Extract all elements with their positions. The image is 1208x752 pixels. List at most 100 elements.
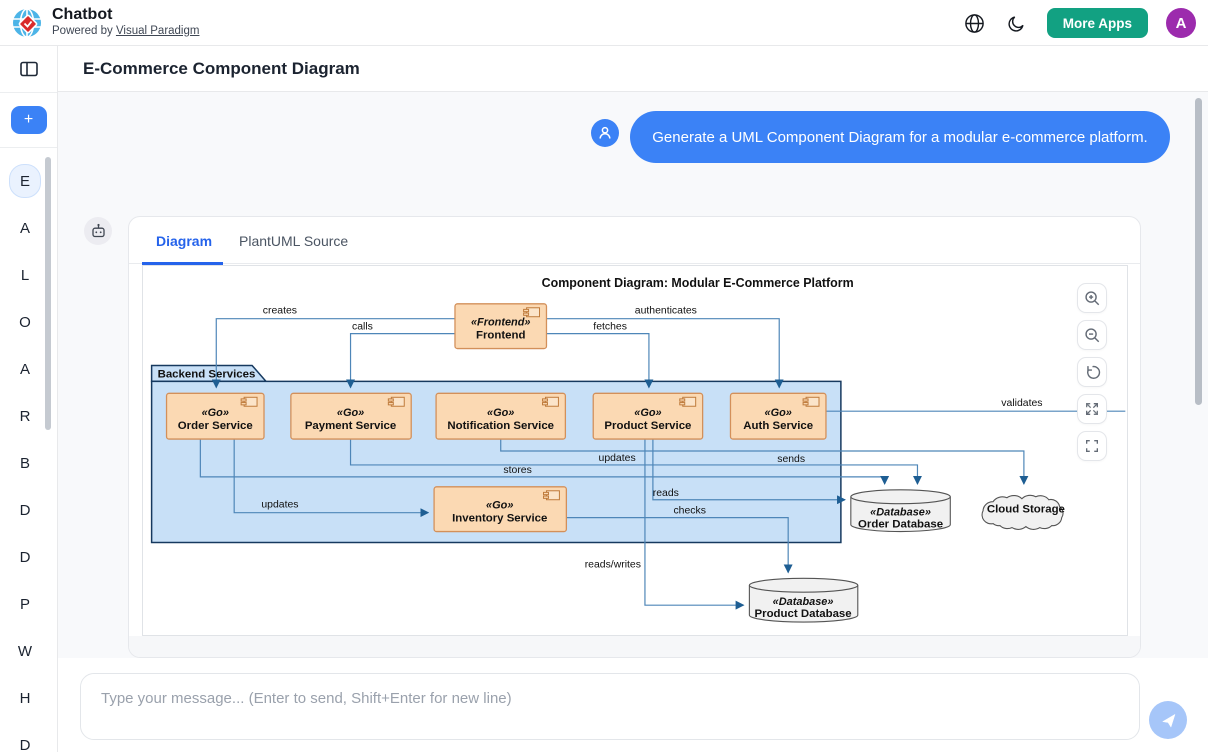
- sidebar: + E A L O A R B D D P W H D: [0, 46, 58, 752]
- order-name: Order Service: [178, 420, 253, 432]
- zoom-out-button[interactable]: [1077, 320, 1107, 350]
- component-auth-service: «Go» Auth Service: [729, 392, 827, 440]
- uml-component-diagram: Component Diagram: Modular E-Commerce Pl…: [150, 276, 1126, 623]
- component-order-service: «Go» Order Service: [165, 392, 265, 440]
- inventory-stereotype: «Go»: [486, 500, 513, 512]
- user-avatar-menu[interactable]: A: [1166, 8, 1196, 38]
- chat-history-item[interactable]: W: [17, 642, 33, 660]
- user-message-bubble: Generate a UML Component Diagram for a m…: [630, 111, 1170, 163]
- expand-button[interactable]: [1077, 394, 1107, 424]
- notification-stereotype: «Go»: [487, 407, 514, 419]
- component-product-service: «Go» Product Service: [592, 392, 704, 440]
- sidebar-toggle-button[interactable]: [17, 57, 41, 81]
- tab-bar: Diagram PlantUML Source: [129, 217, 1140, 265]
- more-apps-button[interactable]: More Apps: [1046, 8, 1148, 38]
- notification-name: Notification Service: [447, 420, 554, 432]
- database-order: «Database» Order Database: [850, 489, 951, 533]
- frontend-stereotype: «Frontend»: [471, 317, 531, 329]
- chat-history-item[interactable]: R: [19, 407, 31, 425]
- message-input-wrapper: [80, 673, 1140, 740]
- productdb-name: Product Database: [755, 608, 852, 620]
- chat-history-item[interactable]: L: [20, 266, 30, 284]
- reset-view-button[interactable]: [1077, 357, 1107, 387]
- productdb-stereotype: «Database»: [773, 596, 834, 608]
- visual-paradigm-link[interactable]: Visual Paradigm: [115, 25, 200, 37]
- frontend-name: Frontend: [476, 330, 526, 342]
- user-message-avatar: [591, 119, 619, 147]
- payment-stereotype: «Go»: [337, 407, 364, 419]
- chat-area: Generate a UML Component Diagram for a m…: [58, 92, 1208, 658]
- chat-history-item[interactable]: H: [19, 689, 31, 707]
- edge-label-validates: validates: [1001, 398, 1042, 409]
- send-button[interactable]: [1149, 701, 1187, 739]
- product-name: Product Service: [604, 420, 691, 432]
- fullscreen-brackets-icon: [1086, 440, 1098, 452]
- zoom-in-icon: [1084, 290, 1099, 305]
- edge-label-reads: reads: [653, 488, 679, 499]
- chat-history-item[interactable]: E: [9, 164, 41, 198]
- zoom-out-icon: [1084, 327, 1099, 342]
- chat-history-item[interactable]: O: [19, 313, 31, 331]
- bot-response-card: Diagram PlantUML Source Component Diagra…: [128, 216, 1141, 658]
- edge-label-calls: calls: [352, 322, 373, 333]
- diagram-canvas[interactable]: Component Diagram: Modular E-Commerce Pl…: [142, 265, 1128, 636]
- chat-history-item[interactable]: D: [19, 501, 31, 519]
- tab-plantuml-source[interactable]: PlantUML Source: [239, 233, 349, 249]
- auth-name: Auth Service: [743, 420, 813, 432]
- dark-mode-button[interactable]: [1005, 11, 1029, 35]
- zoom-in-button[interactable]: [1077, 283, 1107, 313]
- globe-icon: [965, 13, 985, 33]
- product-stereotype: «Go»: [634, 407, 661, 419]
- message-composer: [58, 658, 1208, 752]
- edge-label-updates-order-db: updates: [599, 453, 636, 464]
- chat-scrollbar[interactable]: [1195, 98, 1202, 405]
- chat-history-item[interactable]: D: [19, 736, 31, 752]
- component-frontend: «Frontend» Frontend: [454, 303, 548, 350]
- component-notification-service: «Go» Notification Service: [435, 392, 567, 440]
- app-title: Chatbot: [52, 6, 113, 23]
- powered-by-text: Powered by Visual Paradigm: [52, 24, 199, 39]
- panel-toggle-icon: [19, 61, 38, 77]
- diagram-zoom-controls: [1077, 283, 1107, 461]
- active-tab-underline: [142, 262, 223, 265]
- database-product: «Database» Product Database: [748, 577, 859, 623]
- person-icon: [599, 126, 611, 139]
- chat-history-item[interactable]: B: [19, 454, 30, 472]
- expand-arrows-icon: [1086, 403, 1098, 415]
- edge-label-fetches: fetches: [593, 322, 627, 333]
- orderdb-stereotype: «Database»: [870, 507, 931, 519]
- page-title: E-Commerce Component Diagram: [83, 58, 360, 78]
- edge-label-updates-inventory: updates: [261, 500, 298, 511]
- powered-by-prefix: Powered by: [52, 25, 116, 37]
- language-button[interactable]: [963, 11, 987, 35]
- order-stereotype: «Go»: [202, 407, 229, 419]
- auth-stereotype: «Go»: [765, 407, 792, 419]
- sidebar-scrollbar[interactable]: [45, 157, 51, 430]
- fullscreen-button[interactable]: [1077, 431, 1107, 461]
- orderdb-name: Order Database: [858, 519, 943, 531]
- chat-history-item[interactable]: A: [19, 360, 30, 378]
- conversation-title-bar: E-Commerce Component Diagram: [58, 46, 1208, 92]
- visual-paradigm-logo-icon: [13, 8, 41, 38]
- chat-history-item[interactable]: D: [19, 548, 31, 566]
- edge-label-reads-writes: reads/writes: [585, 559, 641, 570]
- edge-label-stores: stores: [503, 465, 531, 476]
- robot-icon: [91, 223, 105, 237]
- send-paper-plane-icon: [1162, 713, 1175, 727]
- package-label: Backend Services: [158, 368, 256, 380]
- edge-label-sends: sends: [777, 454, 805, 465]
- diagram-edges: [199, 318, 1126, 610]
- component-payment-service: «Go» Payment Service: [290, 392, 412, 440]
- chat-history-item[interactable]: A: [19, 219, 30, 237]
- cloud-name: Cloud Storage: [987, 504, 1065, 516]
- cloud-storage: Cloud Storage: [981, 494, 1065, 530]
- chat-history-item[interactable]: P: [19, 595, 30, 613]
- new-chat-button[interactable]: +: [10, 106, 47, 134]
- diagram-title: Component Diagram: Modular E-Commerce Pl…: [542, 276, 854, 290]
- tab-diagram[interactable]: Diagram: [156, 233, 213, 249]
- bot-message-avatar: [84, 217, 112, 245]
- component-inventory-service: «Go» Inventory Service: [433, 486, 568, 533]
- edge-label-checks: checks: [673, 506, 706, 517]
- message-input[interactable]: [81, 674, 1139, 739]
